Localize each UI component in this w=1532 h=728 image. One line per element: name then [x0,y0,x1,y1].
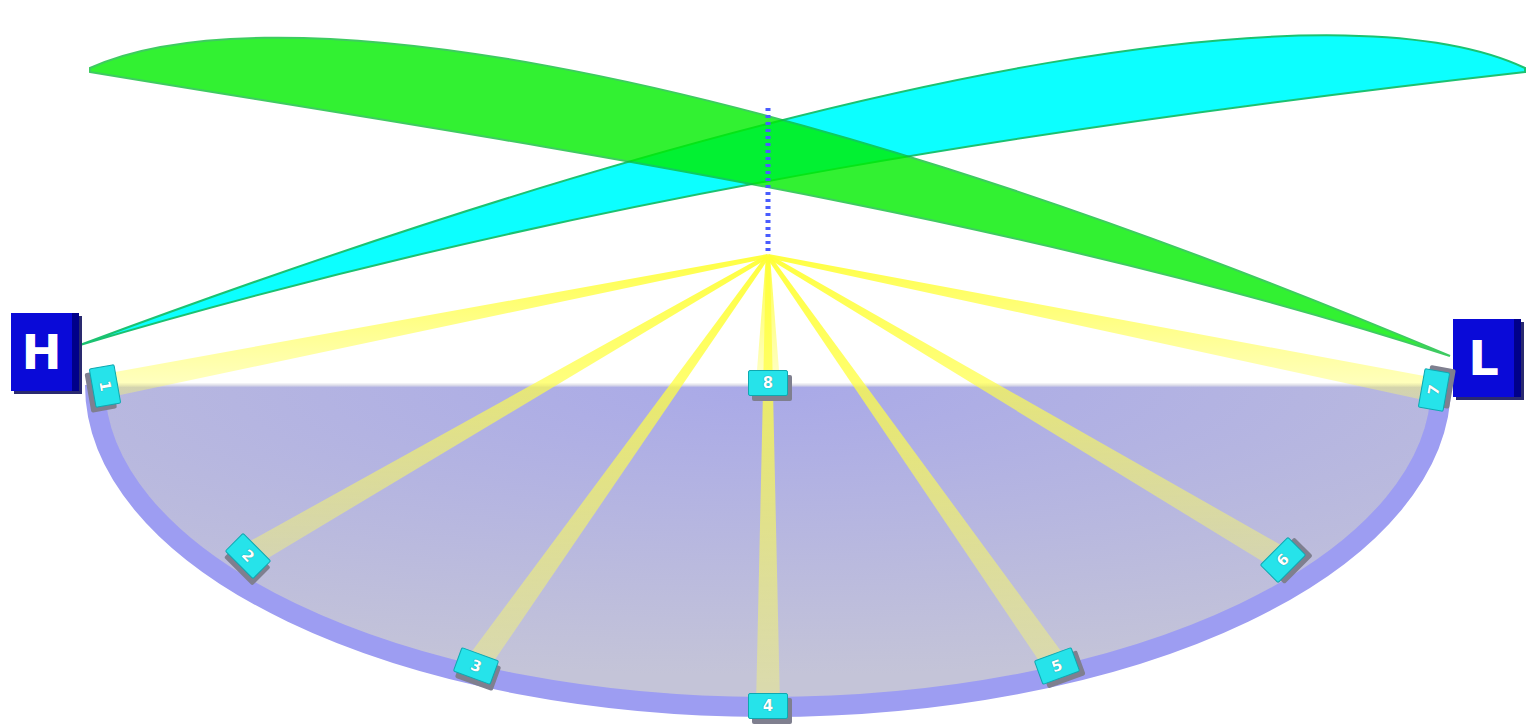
light-ray [756,256,780,706]
callout-number: 6 [1274,551,1292,569]
letter-sign: L [1453,319,1521,397]
callout-number: 8 [763,376,773,391]
light-ray [767,254,1289,570]
light-ray [242,254,769,566]
position-marker: 1 [89,364,122,408]
light-rays [103,254,1437,706]
sign-letter: H [21,328,61,376]
light-ray [766,255,1066,673]
callout-number: 1 [97,380,114,393]
light-ray [768,254,1437,402]
light-ray [756,256,780,383]
axis-dots [766,108,771,252]
green-blade [90,38,1450,356]
callout-number: 4 [763,699,773,714]
light-ray [103,254,769,398]
callout-number: 3 [469,657,484,675]
letter-sign: H [11,313,79,391]
position-marker: 8 [748,370,788,396]
callout-number: 2 [239,547,257,565]
light-ray [466,255,769,673]
callout-number: 7 [1426,384,1443,397]
position-marker: 4 [748,693,788,719]
callout-number: 5 [1050,657,1065,675]
sign-letter: L [1468,334,1499,382]
